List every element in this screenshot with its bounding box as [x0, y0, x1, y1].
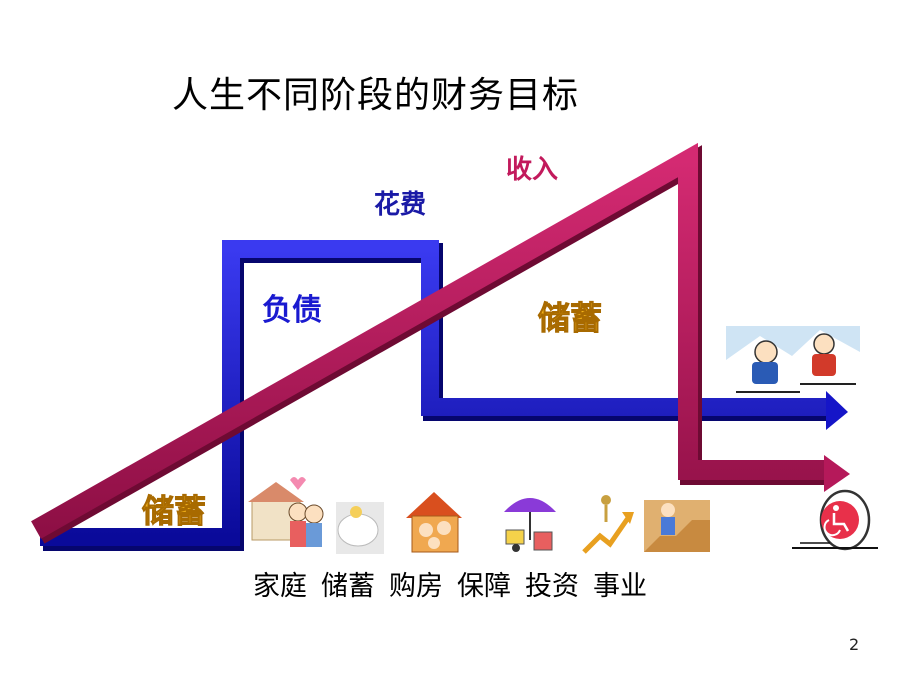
- wheelchair-icon: [792, 489, 878, 551]
- income-label: 收入: [506, 155, 559, 185]
- stage-career: 事业: [593, 571, 647, 602]
- spending-arrowhead: [826, 391, 848, 430]
- savings-label-left: 储蓄: [141, 492, 207, 531]
- savings-label-right: 储蓄: [537, 299, 603, 338]
- spending-path: [40, 240, 848, 551]
- stage-home-buying: 购房: [389, 571, 443, 602]
- stage-family: 家庭: [253, 571, 307, 602]
- stage-savings: 储蓄: [321, 571, 375, 602]
- income-arrowhead: [824, 455, 850, 492]
- spending-label: 花费: [374, 190, 427, 220]
- debt-label: 负债: [262, 293, 322, 328]
- house-icon: [406, 492, 462, 553]
- life-stages: 家庭 储蓄 购房 保障 投资 事业: [253, 564, 713, 603]
- family-icon: [248, 477, 324, 547]
- career-climb-icon: [644, 500, 710, 552]
- piggy-bank-icon: [336, 502, 384, 554]
- stage-insurance: 保障: [457, 571, 511, 602]
- income-path: [31, 142, 850, 544]
- stage-investment: 投资: [525, 571, 579, 602]
- skiing-couple-icon: [726, 326, 860, 393]
- page-number: 2: [849, 635, 860, 654]
- page-title: 人生不同阶段的财务目标: [172, 75, 580, 116]
- umbrella-insurance-icon: [504, 498, 556, 552]
- investment-growth-icon: [582, 495, 634, 554]
